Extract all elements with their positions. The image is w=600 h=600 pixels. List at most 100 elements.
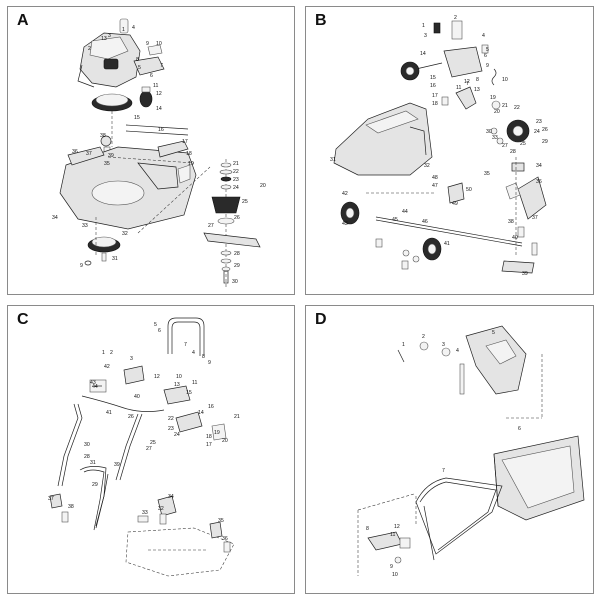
svg-text:29: 29 bbox=[234, 263, 240, 269]
svg-text:12: 12 bbox=[154, 374, 160, 380]
svg-text:41: 41 bbox=[444, 241, 450, 247]
panel-label-b: B bbox=[315, 12, 327, 29]
diagram-d-exploded-view: 1 2 3 4 5 6 7 8 9 10 11 12 bbox=[357, 325, 585, 578]
svg-text:25: 25 bbox=[242, 199, 248, 205]
side-handle-left bbox=[57, 403, 83, 487]
drive-gear-left bbox=[400, 61, 420, 81]
svg-text:25: 25 bbox=[520, 141, 526, 147]
svg-text:21: 21 bbox=[234, 414, 240, 420]
drive-belt bbox=[111, 111, 189, 147]
svg-text:30: 30 bbox=[486, 129, 492, 135]
diagram-b-exploded-view: 1 2 3 4 5 6 14 15 16 7 8 9 10 11 12 13 1… bbox=[330, 15, 548, 277]
dashed-guides-a bbox=[95, 156, 211, 257]
rear-flap bbox=[465, 325, 527, 395]
svg-text:14: 14 bbox=[420, 51, 426, 57]
svg-text:5: 5 bbox=[154, 322, 157, 328]
lower-handle bbox=[79, 466, 109, 531]
svg-text:27: 27 bbox=[146, 446, 152, 452]
svg-text:18: 18 bbox=[206, 434, 212, 440]
svg-text:24: 24 bbox=[534, 129, 540, 135]
svg-text:9: 9 bbox=[208, 360, 211, 366]
svg-text:20: 20 bbox=[260, 183, 266, 189]
bracket-right-bottom bbox=[209, 521, 231, 553]
svg-text:7: 7 bbox=[466, 81, 469, 87]
callout-labels-b: 1 2 3 4 5 6 14 15 16 7 8 9 10 11 12 13 1… bbox=[330, 15, 548, 277]
svg-text:14: 14 bbox=[198, 410, 204, 416]
svg-text:28: 28 bbox=[234, 251, 240, 257]
svg-text:42: 42 bbox=[342, 191, 348, 197]
diagram-c-exploded-view: 1 2 3 4 5 6 7 8 9 10 11 12 13 14 15 16 1… bbox=[48, 317, 240, 577]
gear-wheel-small bbox=[139, 86, 153, 108]
svg-text:14: 14 bbox=[156, 106, 162, 112]
svg-text:9: 9 bbox=[146, 41, 149, 47]
svg-text:11: 11 bbox=[390, 532, 395, 538]
cable-clip bbox=[89, 379, 107, 393]
svg-text:20: 20 bbox=[494, 109, 500, 115]
svg-text:10: 10 bbox=[156, 41, 162, 47]
diagram-a-exploded-view: 1 13 3 4 2 8 9 10 5 6 7 11 12 14 15 16 1… bbox=[52, 18, 266, 287]
svg-text:34: 34 bbox=[168, 494, 174, 500]
svg-text:11: 11 bbox=[192, 380, 197, 386]
front-wheel-right bbox=[402, 237, 442, 263]
svg-text:31: 31 bbox=[112, 256, 118, 262]
svg-text:36: 36 bbox=[222, 536, 228, 542]
side-handle-right bbox=[115, 413, 143, 481]
svg-text:8: 8 bbox=[366, 526, 369, 532]
hinge-rod bbox=[397, 341, 465, 395]
blade-adapter-stack bbox=[211, 159, 241, 287]
svg-text:5: 5 bbox=[492, 330, 495, 336]
svg-text:27: 27 bbox=[502, 143, 508, 149]
rear-deck bbox=[333, 102, 433, 176]
svg-text:17: 17 bbox=[432, 93, 438, 99]
svg-text:30: 30 bbox=[84, 442, 90, 448]
svg-text:33: 33 bbox=[492, 135, 498, 141]
svg-text:19: 19 bbox=[214, 430, 220, 436]
svg-text:4: 4 bbox=[192, 350, 195, 356]
svg-text:49: 49 bbox=[452, 201, 458, 207]
svg-text:33: 33 bbox=[82, 223, 88, 229]
clamp-parts-right bbox=[137, 495, 177, 525]
upper-handle-bar bbox=[167, 317, 205, 356]
svg-text:42: 42 bbox=[104, 364, 110, 370]
svg-text:24: 24 bbox=[174, 432, 180, 438]
svg-text:1: 1 bbox=[402, 342, 405, 348]
svg-text:6: 6 bbox=[150, 73, 153, 79]
catcher-bag bbox=[493, 435, 585, 521]
right-side-bracket bbox=[501, 242, 538, 274]
svg-text:1: 1 bbox=[102, 350, 105, 356]
svg-text:19: 19 bbox=[188, 161, 194, 167]
svg-text:38: 38 bbox=[508, 219, 514, 225]
svg-text:32: 32 bbox=[158, 506, 164, 512]
panel-c-handle-assembly: C bbox=[7, 305, 295, 594]
panel-label-a: A bbox=[17, 12, 29, 29]
svg-text:45: 45 bbox=[392, 217, 398, 223]
svg-text:28: 28 bbox=[510, 149, 516, 155]
svg-text:26: 26 bbox=[128, 414, 134, 420]
gearbox-housing bbox=[415, 20, 483, 78]
svg-text:9: 9 bbox=[486, 63, 489, 69]
svg-text:9: 9 bbox=[80, 263, 83, 269]
panel-b-wheel-drive-assembly: B bbox=[305, 6, 594, 295]
svg-text:11: 11 bbox=[153, 83, 158, 89]
svg-text:35: 35 bbox=[218, 518, 224, 524]
svg-text:8: 8 bbox=[136, 57, 139, 63]
svg-text:10: 10 bbox=[392, 572, 398, 578]
svg-text:23: 23 bbox=[536, 119, 542, 125]
svg-text:28: 28 bbox=[84, 454, 90, 460]
svg-text:21: 21 bbox=[502, 103, 508, 109]
svg-text:18: 18 bbox=[432, 101, 438, 107]
handle-clip bbox=[367, 531, 411, 564]
deck-outline-dashed bbox=[125, 527, 235, 577]
svg-text:23: 23 bbox=[233, 177, 239, 183]
svg-text:8: 8 bbox=[476, 77, 479, 83]
drive-pulley bbox=[91, 93, 133, 112]
svg-text:1: 1 bbox=[422, 23, 425, 29]
svg-text:2: 2 bbox=[422, 334, 425, 340]
svg-text:44: 44 bbox=[402, 209, 408, 215]
callout-labels-d: 1 2 3 4 5 6 7 8 9 10 11 12 bbox=[366, 330, 521, 578]
svg-text:40: 40 bbox=[134, 394, 140, 400]
svg-text:3: 3 bbox=[130, 356, 133, 362]
callout-labels-a: 1 13 3 4 2 8 9 10 5 6 7 11 12 14 15 16 1… bbox=[52, 25, 266, 285]
svg-text:43: 43 bbox=[90, 380, 96, 386]
svg-text:30: 30 bbox=[232, 279, 238, 285]
